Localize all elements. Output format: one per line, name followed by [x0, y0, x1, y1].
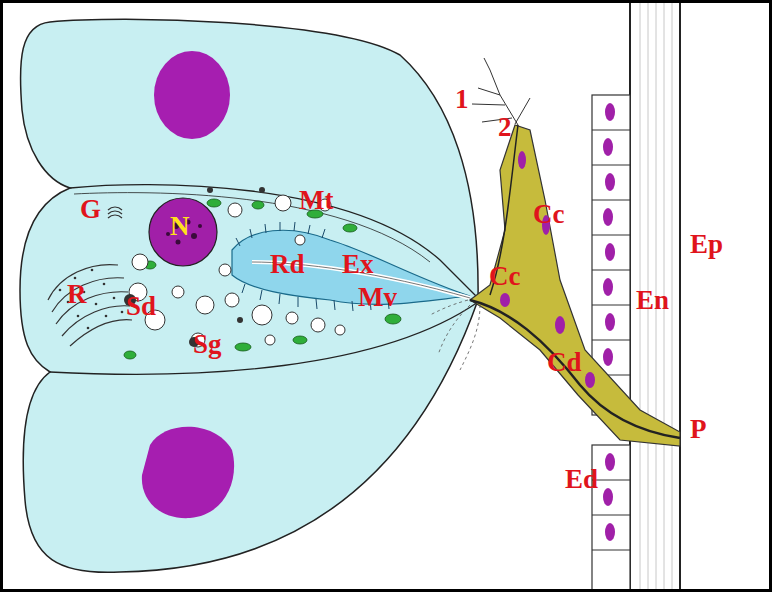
- nucleus: [142, 427, 234, 518]
- part-label: Ep: [690, 231, 723, 258]
- ribosomes: [59, 269, 124, 330]
- part-label: P: [690, 416, 707, 443]
- part-label: Mv: [358, 284, 397, 311]
- part-label: Cd: [547, 349, 582, 376]
- canal-cells: [470, 125, 680, 446]
- part-label: R: [67, 281, 87, 308]
- rough-er: [48, 265, 132, 346]
- nucleus: [149, 198, 217, 266]
- gland-cells: [20, 19, 478, 572]
- part-label: Ed: [565, 466, 598, 493]
- part-label: Rd: [270, 251, 305, 278]
- dense-granules: [124, 187, 265, 347]
- part-label: Ex: [342, 251, 374, 278]
- part-label: Sg: [193, 331, 222, 358]
- secretory-granules: [129, 195, 345, 347]
- mitochondria: [124, 199, 401, 359]
- nucleus: [154, 51, 230, 139]
- part-label: G: [80, 196, 101, 223]
- reservoir: [232, 230, 470, 304]
- part-label: Cc: [533, 201, 564, 228]
- conducting-duct: [470, 300, 680, 438]
- part-label: N: [170, 213, 190, 240]
- cuticle: [630, 0, 680, 592]
- callout-number: 1: [455, 86, 469, 113]
- callout-number: 2: [498, 114, 512, 141]
- part-label: Mt: [299, 187, 333, 214]
- golgi: [108, 207, 122, 218]
- part-label: En: [636, 287, 669, 314]
- part-label: Sd: [126, 293, 156, 320]
- part-label: Cc: [489, 263, 520, 290]
- epidermal-cells: [592, 95, 630, 592]
